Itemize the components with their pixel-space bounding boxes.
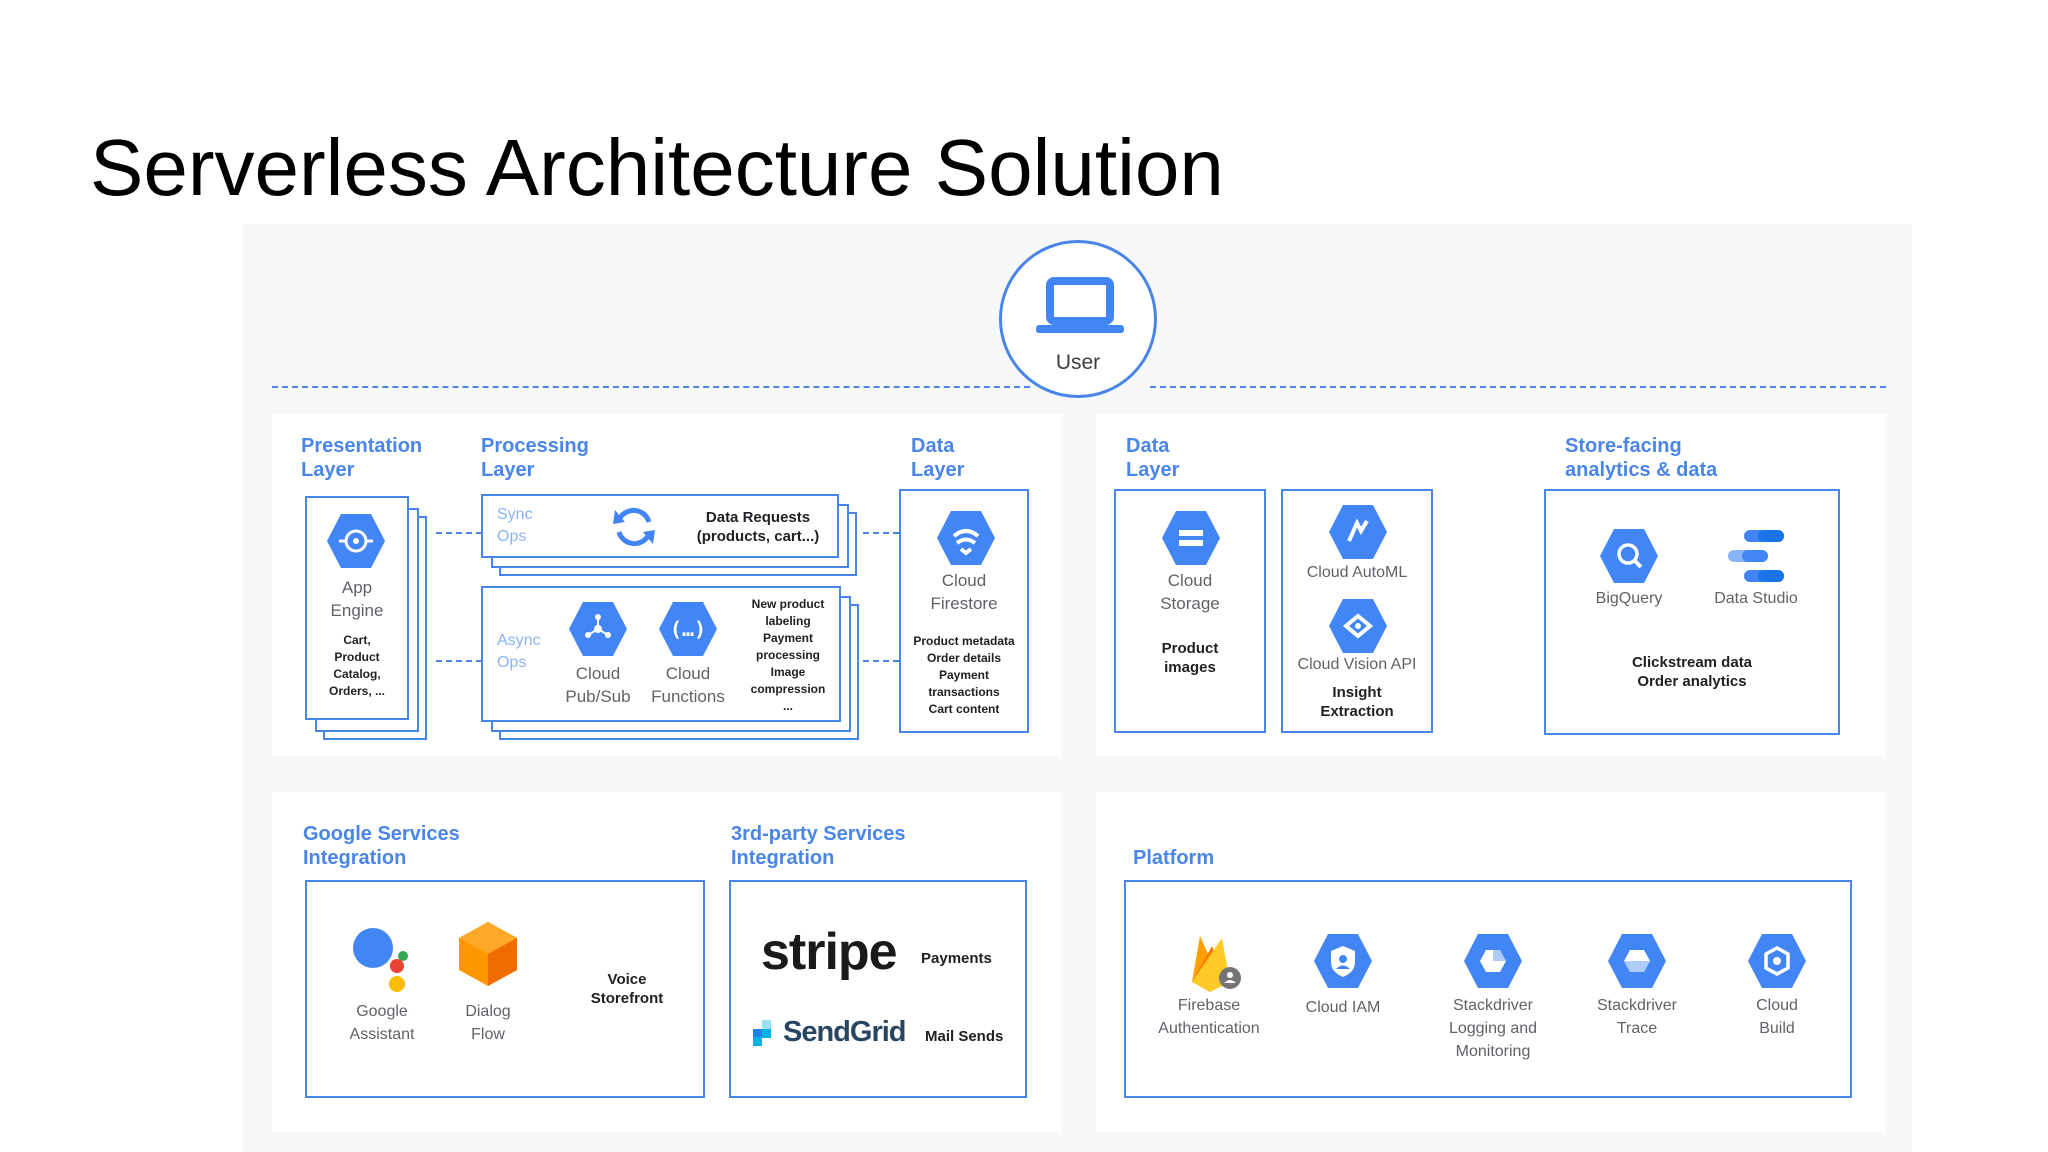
app-engine-desc: Cart, Product Catalog, Orders, ... <box>328 633 386 698</box>
iam-icon <box>1314 934 1372 988</box>
app-engine-box: App Engine Cart, Product Catalog, Orders… <box>305 496 409 720</box>
user-label: User <box>1055 351 1101 374</box>
stackdriver-trace-icon <box>1608 934 1666 988</box>
stripe-logo: stripe <box>761 923 898 981</box>
data-layer-title-right: Data Layer <box>1126 435 1180 481</box>
app-engine-icon <box>327 514 385 568</box>
cloud-storage-label: Cloud Storage <box>1160 571 1220 613</box>
cloud-functions-icon: (…) <box>659 602 717 656</box>
voice-storefront-desc: Voice Storefront <box>590 971 664 1007</box>
connector-sync <box>436 532 482 534</box>
third-party-box: stripe Payments SendGrid Mail Sends <box>729 880 1027 1098</box>
sync-desc: Data Requests (products, cart...) <box>696 509 820 545</box>
connector-async <box>436 660 482 662</box>
data-studio-label: Data Studio <box>1714 590 1798 607</box>
google-services-title: Google Services Integration <box>303 823 460 869</box>
pubsub-icon <box>569 602 627 656</box>
async-ops-label: Async Ops <box>497 632 541 671</box>
cloud-functions-label: Cloud Functions <box>651 664 725 706</box>
data-layer-title-left: Data Layer <box>911 435 965 481</box>
firestore-icon <box>937 511 995 565</box>
cloud-automl-label: Cloud AutoML <box>1306 564 1408 581</box>
platform-item-label-4: Cloud Build <box>1756 997 1798 1037</box>
user-node: User <box>999 240 1157 398</box>
cloud-vision-label: Cloud Vision API <box>1297 656 1417 673</box>
cloud-storage-box: Cloud Storage Product images <box>1114 489 1266 733</box>
firestore-desc: Product metadata Order details Payment t… <box>913 634 1015 716</box>
platform-item-label-0: Firebase Authentication <box>1158 997 1260 1037</box>
google-assistant-icon <box>353 928 408 992</box>
google-services-box: Google Assistant Dialog Flow Voice Store… <box>305 880 705 1098</box>
analytics-desc: Clickstream data Order analytics <box>1631 654 1753 690</box>
third-party-title: 3rd-party Services Integration <box>731 823 906 869</box>
firestore-box: Cloud Firestore Product metadata Order d… <box>899 489 1029 733</box>
sync-ops-label: Sync Ops <box>497 506 533 545</box>
connector-sync-data <box>863 532 899 534</box>
processing-layer-title: Processing Layer <box>481 435 589 481</box>
firebase-icon <box>1192 936 1241 992</box>
stripe-desc: Payments <box>921 950 992 967</box>
presentation-layer-title: Presentation Layer <box>301 435 423 481</box>
platform-item-label-1: Cloud IAM <box>1305 999 1381 1016</box>
slide-title: Serverless Architecture Solution <box>90 123 1224 212</box>
sendgrid-desc: Mail Sends <box>925 1028 1004 1045</box>
user-divider-left <box>272 386 1030 388</box>
bigquery-label: BigQuery <box>1595 590 1663 607</box>
sendgrid-logo: SendGrid <box>783 1016 907 1048</box>
cloud-build-icon <box>1748 934 1806 988</box>
connector-async-data <box>863 660 899 662</box>
platform-item-label-3: Stackdriver Trace <box>1596 997 1678 1037</box>
dialogflow-icon <box>459 922 517 986</box>
analytics-box: BigQuery Data Studio Clickstream data Or… <box>1544 489 1840 735</box>
async-desc: New product labeling Payment processing … <box>750 597 826 713</box>
cloud-storage-desc: Product images <box>1161 640 1219 676</box>
platform-box: Firebase Authentication Cloud IAM Stackd… <box>1124 880 1852 1098</box>
bigquery-icon <box>1600 529 1658 583</box>
analytics-title: Store-facing analytics & data <box>1565 435 1718 481</box>
platform-title: Platform <box>1133 847 1215 869</box>
user-divider-right <box>1150 386 1886 388</box>
laptop-icon <box>1036 277 1124 333</box>
firestore-label: Cloud Firestore <box>930 571 998 613</box>
pubsub-label: Cloud Pub/Sub <box>565 664 631 706</box>
sendgrid-icon <box>753 1020 771 1046</box>
stackdriver-logging-icon <box>1464 934 1522 988</box>
data-studio-icon <box>1728 530 1784 582</box>
platform-item-label-2: Stackdriver Logging and Monitoring <box>1448 997 1538 1060</box>
google-assistant-label: Google Assistant <box>349 1003 415 1043</box>
cloud-storage-icon <box>1162 511 1220 565</box>
cloud-automl-icon <box>1329 505 1387 559</box>
dialogflow-label: Dialog Flow <box>465 1003 511 1043</box>
async-ops-box: Async Ops Cloud Pub/Sub (…) Cloud Functi… <box>481 586 841 722</box>
app-engine-label: App Engine <box>330 578 384 620</box>
sync-refresh-icon <box>613 507 655 547</box>
cloud-vision-icon <box>1329 599 1387 653</box>
svg-text:(…): (…) <box>670 617 706 641</box>
ml-box: Cloud AutoML Cloud Vision API Insight Ex… <box>1281 489 1433 733</box>
sync-ops-box: Sync Ops Data Requests (products, cart..… <box>481 494 839 558</box>
cloud-vision-desc: Insight Extraction <box>1320 684 1394 720</box>
